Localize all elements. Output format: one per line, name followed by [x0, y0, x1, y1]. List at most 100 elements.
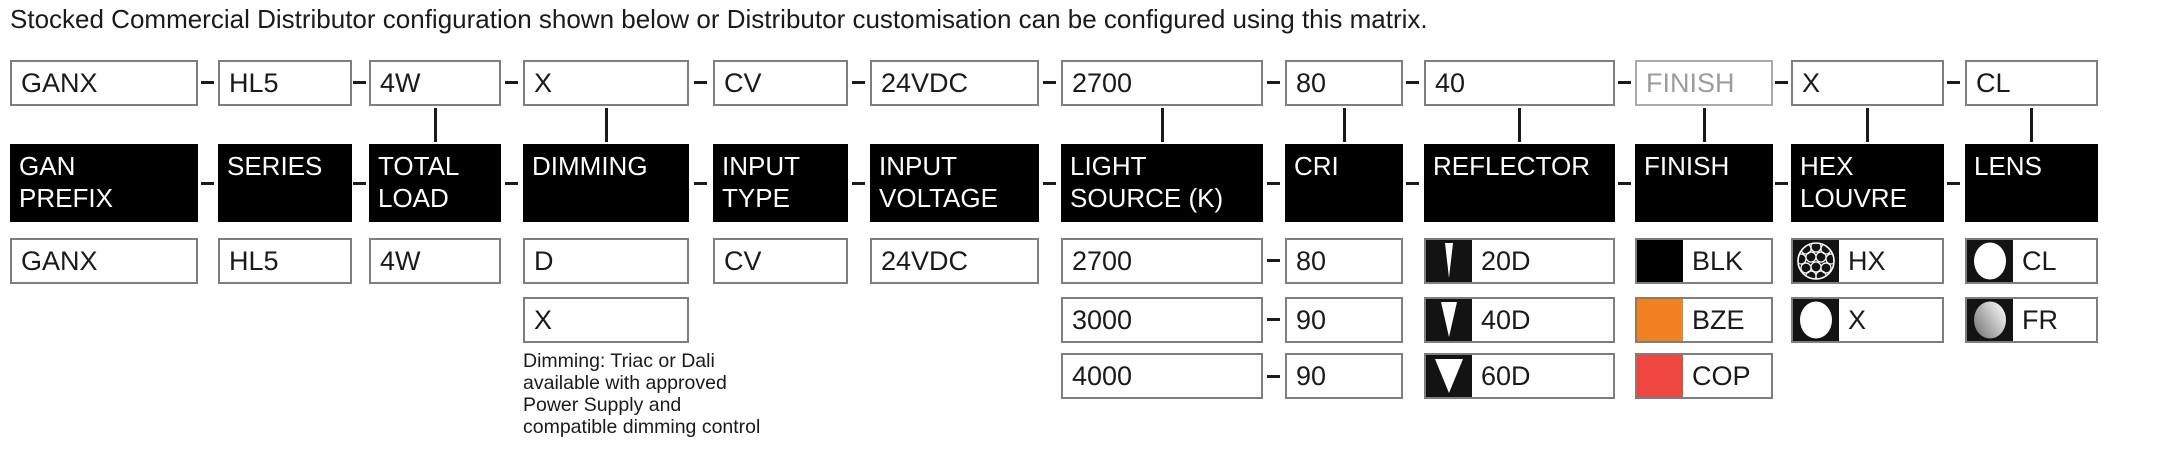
option-label: COP	[1692, 360, 1751, 391]
option-label: 3000	[1072, 304, 1133, 335]
connector-dash	[1775, 81, 1788, 84]
category-label-line: SERIES	[227, 151, 323, 181]
code-box-cri: 80	[1285, 60, 1403, 106]
option-label: BZE	[1692, 304, 1745, 335]
connector-line	[1518, 108, 1521, 142]
option-label: FR	[2022, 304, 2058, 335]
beam-medium-icon	[1426, 299, 1472, 341]
category-label-line: LIGHT	[1070, 151, 1147, 181]
connector-line	[1343, 108, 1346, 142]
option-label: 40D	[1481, 304, 1531, 335]
option-hex-louvre-hx: HX	[1791, 238, 1944, 284]
category-label-line: VOLTAGE	[879, 183, 998, 213]
connector-dash	[505, 81, 518, 84]
connector-dash	[852, 182, 865, 185]
option-label: D	[534, 245, 554, 276]
code-box-hex-louvre: X	[1791, 60, 1944, 106]
category-lens: LENS	[1965, 144, 2098, 222]
connector-dash	[852, 81, 865, 84]
connector-dash	[1618, 81, 1631, 84]
option-label: CL	[2022, 245, 2057, 276]
option-reflector-20d: 20D	[1424, 238, 1615, 284]
option-input-type-cv: CV	[713, 238, 848, 284]
code-lens: CL	[1976, 67, 2011, 98]
option-input-voltage-24vdc: 24VDC	[870, 238, 1039, 284]
option-label: 90	[1296, 304, 1327, 335]
option-cri-80: 80	[1285, 238, 1403, 284]
connector-dash	[201, 81, 214, 84]
code-dimming: X	[534, 67, 553, 98]
connector-dash	[1267, 375, 1280, 378]
category-dimming: DIMMING	[523, 144, 689, 222]
code-box-finish: FINISH	[1635, 60, 1773, 106]
option-reflector-60d: 60D	[1424, 353, 1615, 399]
category-label-line: TYPE	[722, 183, 790, 213]
category-label-line: PREFIX	[19, 183, 113, 213]
frosted-lens-icon	[1967, 299, 2013, 341]
code-gan-prefix: GANX	[21, 67, 98, 98]
option-label: 90	[1296, 360, 1327, 391]
option-finish-blk: BLK	[1635, 238, 1773, 284]
category-label-line: HEX	[1800, 151, 1854, 181]
category-label-line: INPUT	[722, 151, 800, 181]
option-label: BLK	[1692, 245, 1744, 276]
option-label: 60D	[1481, 360, 1531, 391]
dimming-note-line: Dimming: Triac or Dali	[523, 350, 715, 372]
option-lens-cl: CL	[1965, 238, 2098, 284]
option-label: 80	[1296, 245, 1327, 276]
connector-dash	[505, 182, 518, 185]
finish-black-swatch	[1637, 240, 1683, 282]
open-circle-icon	[1793, 299, 1839, 341]
connector-line	[1866, 108, 1869, 142]
dimming-note-line: Power Supply and	[523, 394, 682, 416]
connector-dash	[353, 81, 366, 84]
category-total-load: TOTAL LOAD	[369, 144, 501, 222]
connector-dash	[1267, 259, 1280, 262]
code-finish-placeholder: FINISH	[1646, 67, 1735, 98]
connector-dash	[694, 81, 707, 84]
option-finish-cop: COP	[1635, 353, 1773, 399]
category-label-line: DIMMING	[532, 151, 648, 181]
code-box-input-voltage: 24VDC	[870, 60, 1039, 106]
dimming-note-line: compatible dimming control	[523, 416, 761, 438]
option-label: 24VDC	[881, 245, 969, 276]
option-label: 20D	[1481, 245, 1531, 276]
option-label: X	[534, 304, 553, 335]
code-box-total-load: 4W	[369, 60, 501, 106]
dimming-note-line: available with approved	[523, 372, 727, 394]
option-dimming-d: D	[523, 238, 689, 284]
category-cri: CRI	[1285, 144, 1403, 222]
category-label-line: LENS	[1974, 151, 2042, 181]
code-box-dimming: X	[523, 60, 689, 106]
option-label: 2700	[1072, 245, 1133, 276]
connector-dash	[1406, 182, 1419, 185]
code-box-series: HL5	[218, 60, 352, 106]
category-hex-louvre: HEX LOUVRE	[1791, 144, 1944, 222]
code-input-voltage: 24VDC	[881, 67, 969, 98]
category-finish: FINISH	[1635, 144, 1773, 222]
beam-narrow-icon	[1426, 240, 1472, 282]
code-box-reflector: 40	[1424, 60, 1615, 106]
option-light-source-2700: 2700	[1061, 238, 1263, 284]
option-reflector-40d: 40D	[1424, 297, 1615, 343]
option-cri-90a: 90	[1285, 297, 1403, 343]
finish-copper-swatch	[1637, 355, 1683, 397]
option-hex-louvre-x: X	[1791, 297, 1944, 343]
category-label-line: FINISH	[1644, 151, 1730, 181]
option-total-load-4w: 4W	[369, 238, 501, 284]
option-light-source-3000: 3000	[1061, 297, 1263, 343]
finish-bronze-swatch	[1637, 299, 1683, 341]
category-label-line: REFLECTOR	[1433, 151, 1590, 181]
code-light-source: 2700	[1072, 67, 1133, 98]
connector-dash	[1947, 81, 1960, 84]
category-label-line: SOURCE (K)	[1070, 183, 1224, 213]
code-box-gan-prefix: GANX	[10, 60, 198, 106]
connector-dash	[353, 182, 366, 185]
connector-dash	[1267, 182, 1280, 185]
connector-dash	[1267, 318, 1280, 321]
category-gan-prefix: GAN PREFIX	[10, 144, 198, 222]
option-dimming-x: X	[523, 297, 689, 343]
connector-line	[605, 108, 608, 142]
option-label: GANX	[21, 245, 98, 276]
